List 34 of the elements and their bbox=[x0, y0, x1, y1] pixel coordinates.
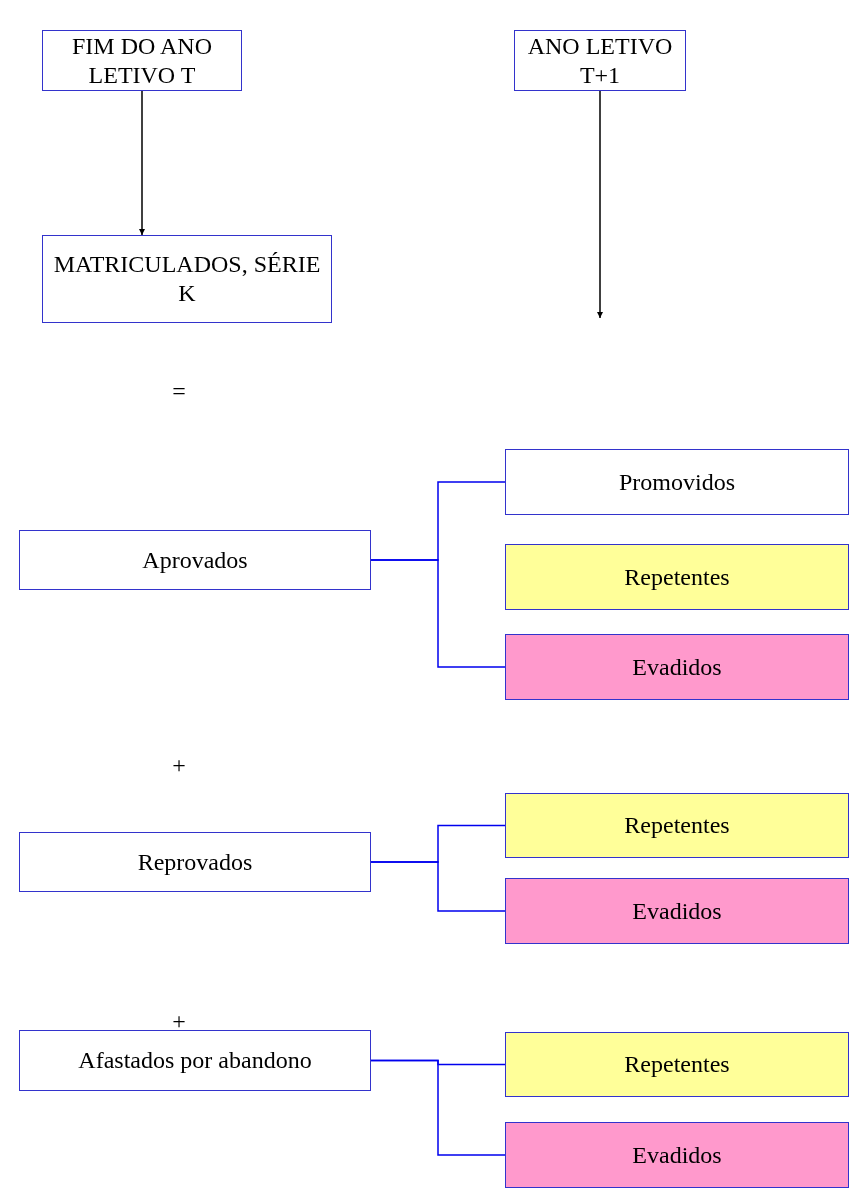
box-text: Repetentes bbox=[623, 811, 731, 840]
box-text: Afastados por abandono bbox=[77, 1046, 313, 1075]
operator-symbol: + bbox=[171, 1008, 187, 1035]
arrow bbox=[139, 90, 145, 236]
result-box bbox=[505, 449, 849, 515]
category-box bbox=[514, 30, 686, 91]
box-text: Evadidos bbox=[631, 652, 723, 682]
category-box bbox=[19, 832, 371, 892]
box-text: Repetentes bbox=[623, 1050, 731, 1079]
category-box bbox=[42, 30, 242, 91]
arrow bbox=[597, 90, 603, 319]
box-text: Promovidos bbox=[618, 467, 736, 497]
box-text: Evadidos bbox=[631, 1140, 723, 1170]
operator-symbol: = bbox=[171, 378, 187, 405]
connector-line bbox=[370, 559, 506, 668]
result-box bbox=[505, 878, 849, 944]
box-text: Evadidos bbox=[631, 896, 723, 926]
box-text: Reprovados bbox=[136, 847, 254, 877]
operator-symbol: + bbox=[171, 752, 187, 779]
box-text: Repetentes bbox=[623, 562, 731, 592]
category-box bbox=[19, 1030, 371, 1091]
result-box bbox=[505, 1122, 849, 1188]
box-text: Aprovados bbox=[141, 545, 249, 575]
box-text: FIM DO ANO LETIVO T bbox=[71, 31, 213, 90]
box-text: MATRICULADOS, SÉRIE K bbox=[52, 250, 322, 308]
result-box bbox=[505, 544, 849, 610]
result-box bbox=[505, 634, 849, 700]
connector-line bbox=[370, 1059, 506, 1156]
category-box bbox=[19, 530, 371, 590]
connector-line bbox=[370, 861, 506, 912]
result-box bbox=[505, 1032, 849, 1097]
result-box bbox=[505, 793, 849, 858]
category-box bbox=[42, 235, 332, 323]
box-text: ANO LETIVO T+1 bbox=[526, 31, 674, 90]
